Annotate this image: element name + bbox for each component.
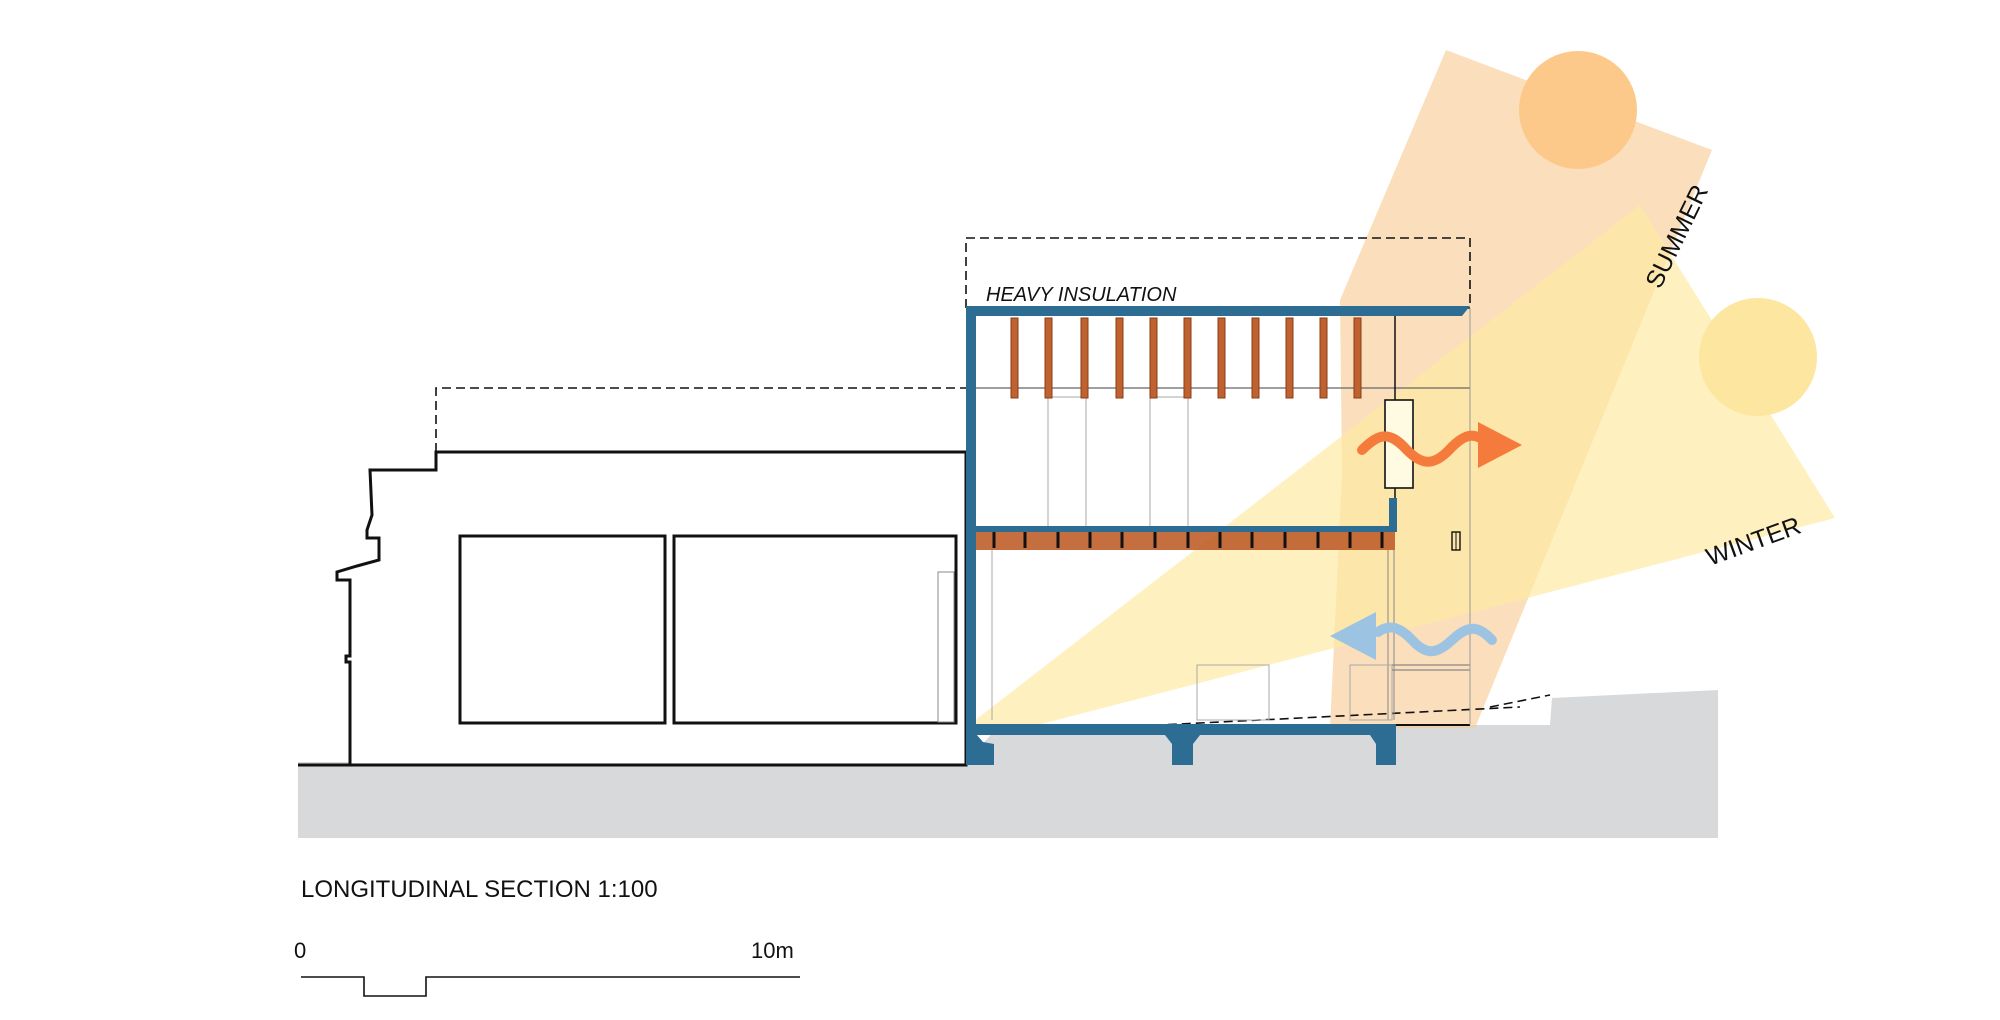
neighbour-door	[937, 571, 955, 723]
neighbour-window-right	[672, 534, 958, 725]
summer-sun-icon	[1519, 51, 1637, 169]
heat-out-arrow-icon	[1357, 422, 1522, 468]
neighbour-building-outline	[335, 450, 968, 767]
scale-bar-end-label: 10m	[751, 938, 794, 963]
winter-sun-icon	[1699, 298, 1817, 416]
insulation-label: HEAVY INSULATION	[986, 284, 1177, 306]
scale-bar-start-label: 0	[294, 938, 306, 963]
timber-floor-slab	[975, 532, 1395, 550]
roof-rafters	[1010, 317, 1362, 399]
neighbour-window-left	[458, 534, 667, 725]
scale-bar: 0 10m	[294, 938, 800, 997]
section-title: LONGITUDINAL SECTION 1:100	[301, 876, 658, 903]
scale-bar-line	[301, 976, 800, 997]
air-in-arrow-icon	[1330, 612, 1497, 660]
concrete-structure	[966, 306, 1470, 765]
